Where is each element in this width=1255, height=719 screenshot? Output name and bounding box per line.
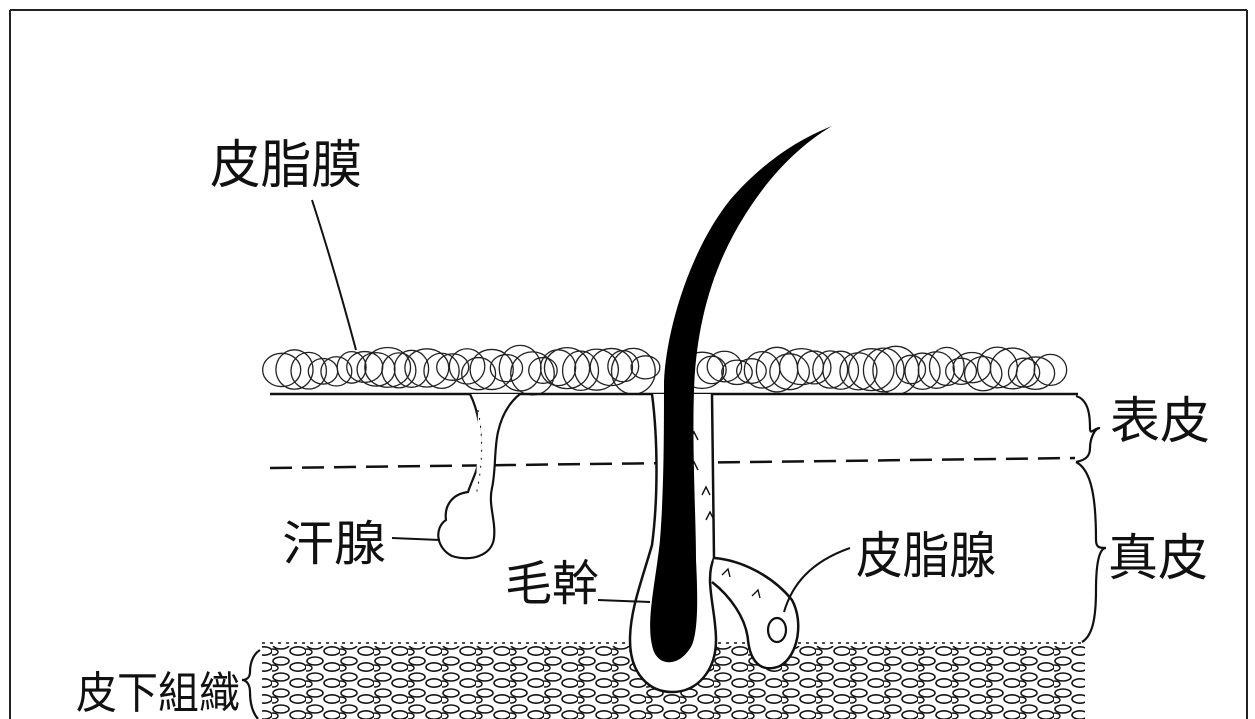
sebum-loop: [1016, 357, 1054, 389]
figure-frame: [10, 10, 1247, 719]
sweat-gland-label: 汗腺: [282, 516, 386, 572]
epidermis-label: 表皮: [1110, 392, 1210, 450]
sebum-film-leader: [312, 200, 356, 350]
sebum-loop: [797, 351, 830, 384]
sweat-gland-leader: [392, 538, 440, 540]
sebum-loop: [780, 349, 824, 385]
sebum-loop: [424, 353, 459, 388]
hair-follicle: [630, 126, 832, 692]
sweat-gland-shape: [438, 394, 520, 558]
subcutaneous-bracket: [242, 650, 260, 719]
sebum-loop: [863, 348, 904, 392]
sebaceous-gland-label: 皮脂腺: [856, 527, 996, 585]
epidermis-bracket: [1076, 396, 1100, 462]
sebum-loop: [449, 349, 484, 384]
sebum-loop: [529, 358, 557, 384]
hair-shaft-label: 毛幹: [505, 556, 599, 612]
sebum-film-label: 皮脂膜: [210, 136, 362, 196]
sebum-loop: [357, 353, 395, 387]
leader-lines: [312, 200, 850, 612]
sebum-loop: [965, 357, 1002, 391]
dermis-bracket: [1076, 462, 1106, 642]
sebum-loop: [276, 350, 313, 389]
dermis-label: 真皮: [1108, 529, 1208, 587]
sebaceous-gland-nucleus: [768, 618, 786, 642]
subcutaneous-tissue-label: 皮下組織: [76, 668, 240, 719]
